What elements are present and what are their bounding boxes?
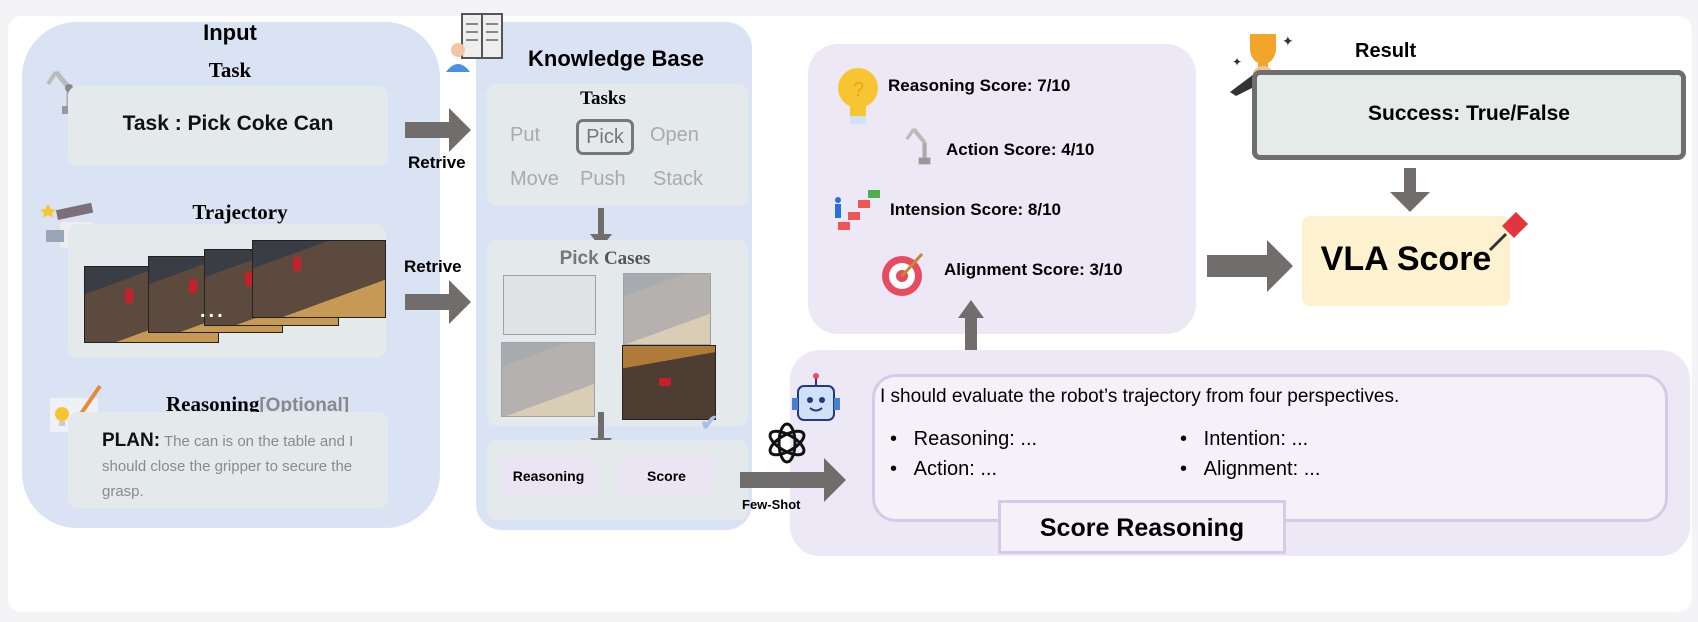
intension-score: Intension Score: 8/10 (890, 200, 1061, 219)
cases-pick-label: Pick (559, 248, 599, 269)
knowledge-base-title: Knowledge Base (528, 46, 705, 71)
bullet-action: • Action: ... (890, 458, 998, 480)
tasks-box (487, 84, 748, 206)
pushpin-icon (1488, 212, 1528, 252)
intention-steps-icon (835, 190, 880, 230)
task-option-push: Push (580, 168, 626, 190)
case-image-1 (503, 275, 596, 335)
svg-text:?: ? (853, 79, 864, 101)
result-text: Success: True/False (1368, 102, 1570, 125)
task-box (68, 86, 388, 166)
tasks-label: Tasks (580, 88, 626, 109)
task-option-put: Put (510, 124, 541, 146)
robot-assistant-icon (792, 373, 840, 421)
result-box (1252, 70, 1686, 160)
retrieve-label-1: Retrive (408, 153, 466, 172)
reasoning-score: Reasoning Score: 7/10 (888, 76, 1071, 95)
check-icon: ✔ (700, 410, 719, 435)
svg-text:✦: ✦ (1232, 55, 1242, 69)
speech-bubble (872, 374, 1668, 522)
target-icon (882, 252, 924, 296)
down-arrow-tasks (590, 208, 612, 248)
case-image-4-selected (622, 345, 716, 420)
vla-score-box (1302, 216, 1510, 306)
optional-label: [Optional] (259, 395, 350, 416)
up-arrow-scores (958, 300, 984, 366)
score-reasoning-intro: I should evaluate the robot’s trajectory… (880, 386, 1400, 407)
task-option-move: Move (510, 168, 559, 190)
trajectory-ellipsis: ... (200, 300, 226, 322)
lightbulb-icon: ? (838, 68, 878, 124)
score-tag: Score (618, 456, 715, 496)
book-reader-icon (446, 13, 503, 72)
few-shot-arrow (740, 458, 846, 502)
robot-arm-score-icon (905, 127, 931, 165)
cases-title: Pick Cases (540, 248, 670, 270)
input-title: Input (203, 20, 257, 45)
reasoning-tag: Reasoning (500, 456, 597, 496)
plan-text: The can is on the table and I should clo… (102, 433, 354, 500)
retrieve-label-2: Retrive (404, 257, 462, 276)
task-text: Task : Pick Coke Can (122, 112, 334, 135)
bullet-alignment: • Alignment: ... (1180, 458, 1321, 480)
task-option-open: Open (650, 124, 699, 146)
reasoning-box (68, 412, 388, 508)
alignment-score: Alignment Score: 3/10 (944, 260, 1123, 279)
vla-score-label: VLA Score (1320, 240, 1492, 278)
score-reasoning-label: Score Reasoning (998, 500, 1286, 554)
plan-label: PLAN: (102, 430, 161, 451)
result-title: Result (1355, 40, 1417, 62)
bullet-reasoning: • Reasoning: ... (890, 428, 1038, 450)
to-vla-arrow (1207, 240, 1293, 292)
task-option-pick: Pick (576, 119, 634, 155)
retrieve-arrow-1 (405, 108, 471, 152)
bullet-intention: • Intention: ... (1180, 428, 1309, 450)
down-arrow-result (1390, 168, 1430, 212)
cases-label: Cases (603, 248, 651, 269)
openai-logo-icon (768, 422, 806, 464)
task-label: Task (208, 58, 252, 82)
few-shot-label: Few-Shot (742, 497, 801, 512)
task-option-stack: Stack (653, 168, 704, 190)
case-image-3 (501, 342, 595, 417)
action-score: Action Score: 4/10 (946, 140, 1095, 159)
trajectory-label: Trajectory (192, 200, 288, 224)
bullet-text: Intention: ... (1203, 428, 1309, 450)
bullet-text: Reasoning: ... (913, 428, 1038, 450)
bullet-text: Alignment: ... (1203, 458, 1321, 480)
case-image-2 (623, 273, 711, 345)
bullet-text: Action: ... (913, 458, 998, 480)
trajectory-frame-4 (252, 240, 386, 318)
retrieve-arrow-2 (405, 280, 471, 324)
plan-text-block: PLAN: The can is on the table and I shou… (102, 428, 372, 504)
svg-text:✦: ✦ (1282, 33, 1294, 49)
